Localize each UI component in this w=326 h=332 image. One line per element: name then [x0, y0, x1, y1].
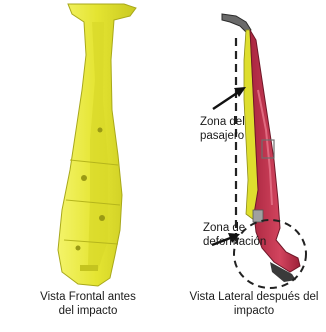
- front-view-pillar: [58, 4, 136, 286]
- deformation-zone-label-line2: deformación: [203, 235, 266, 249]
- front-view-caption-line1: Vista Frontal antes: [18, 290, 158, 304]
- passenger-zone-label-line2: pasajero: [200, 129, 245, 143]
- deformation-zone-label: Zona de deformación: [203, 221, 266, 249]
- side-view-caption-line1: Vista Lateral después del: [184, 290, 324, 304]
- passenger-zone-label-line1: Zona del: [200, 115, 245, 129]
- side-view-caption-line2: impacto: [184, 304, 324, 318]
- passenger-zone-arrow: [213, 87, 246, 109]
- front-view-caption: Vista Frontal antes del impacto: [18, 290, 158, 318]
- side-view-caption: Vista Lateral después del impacto: [184, 290, 324, 318]
- deformation-zone-label-line1: Zona de: [203, 221, 266, 235]
- passenger-zone-label: Zona del pasajero: [200, 115, 245, 143]
- front-view-caption-line2: del impacto: [18, 304, 158, 318]
